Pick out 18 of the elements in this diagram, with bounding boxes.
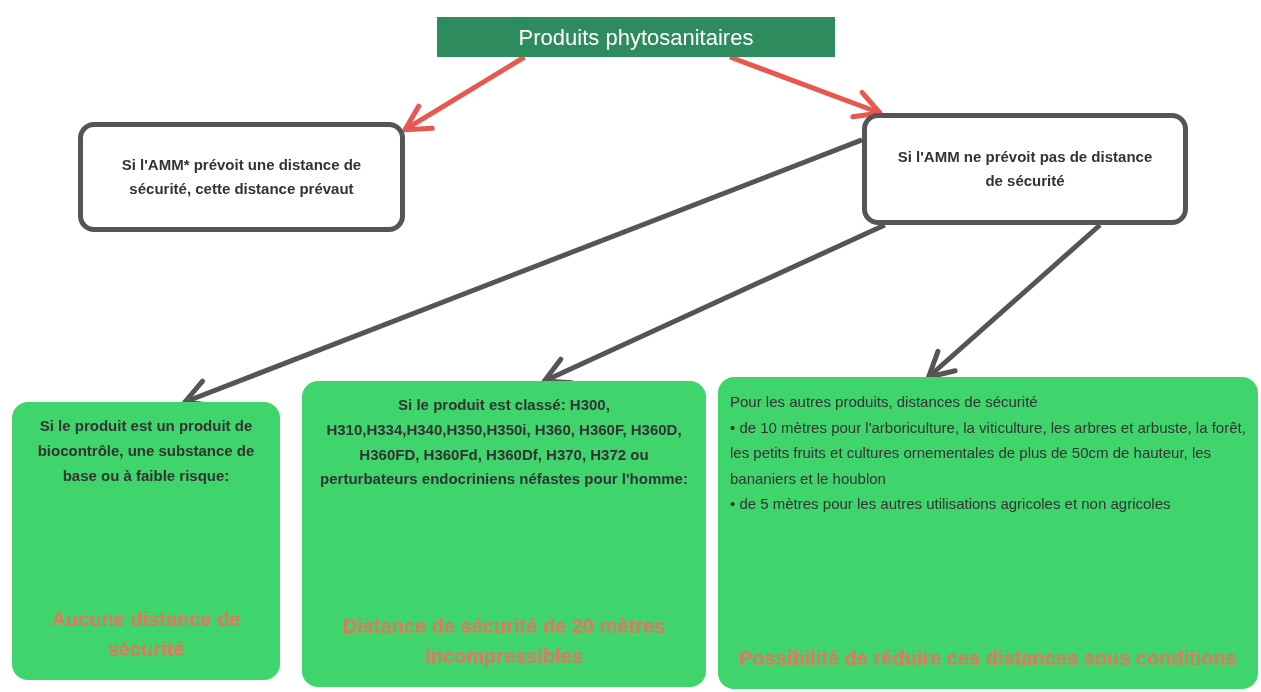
title-text: Produits phytosanitaires [518, 23, 754, 52]
condition-text: • de 10 mètres pour l'arboriculture, la viticulture, les arbres et arbuste, la forêt, les petits fruits et cultures ornementales de plus de 50cm de hauteur, les bananiers et le houblon [730, 417, 1246, 489]
result-box [302, 381, 706, 687]
result-text: Aucune distance de sécurité [50, 607, 242, 662]
condition-text: • de 5 mètres pour les autres utilisations agricoles et non agricoles [730, 494, 1171, 514]
result-text: Distance de sécurité de 20 mètres incompressibles [341, 614, 667, 669]
condition-box [862, 113, 1188, 225]
result-box [718, 377, 1258, 689]
condition-text: Si l'AMM* prévoit une distance de sécurité, cette distance prévaut [120, 155, 363, 199]
result-box [12, 402, 280, 680]
result-text: Possibilité de réduire ces distances sous conditions [739, 646, 1237, 671]
condition-text: Pour les autres produits, distances de sécurité [730, 392, 1038, 412]
arrow [926, 223, 1102, 380]
condition-text: Si le produit est un produit de biocontrôle, une substance de base ou à faible risque: [36, 416, 256, 486]
condition-text: Si le produit est classé: H300, H310,H334,H340,H350,H350i, H360, H360F, H360D, H360FD, H360Fd, H360Df, H370, H372 ou perturbateurs endocriniens néfastes pour l'homme: [319, 395, 689, 490]
condition-box [78, 122, 405, 232]
title-box [437, 17, 835, 57]
condition-text: Si l'AMM ne prévoit pas de distance de sécurité [896, 147, 1154, 191]
